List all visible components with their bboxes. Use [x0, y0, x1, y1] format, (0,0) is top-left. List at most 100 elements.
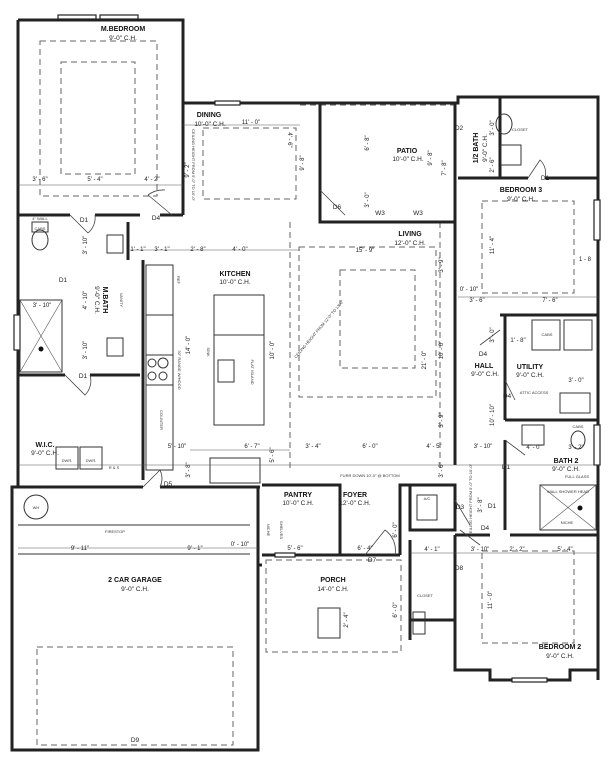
dimension: 6' - 0" [362, 444, 377, 450]
door-tag: D1 [79, 373, 88, 380]
dimension: 4' - 5" [426, 444, 441, 450]
door-tag: D4 [503, 393, 512, 400]
room-wic: W.I.C. [35, 442, 54, 449]
dimension: 4' - 2" [144, 177, 159, 183]
ceiling-height: 10'-0" C.H. [282, 500, 314, 507]
door-tag: D1 [488, 503, 497, 510]
ceiling-height: 9'-0" C.H. [121, 586, 149, 593]
dimension: 6' - 0" [393, 602, 399, 617]
windows [13, 14, 601, 683]
dimension: 1' - 1" [130, 247, 145, 253]
room-living: LIVING [398, 231, 422, 238]
note: NICHE [561, 520, 574, 525]
door-swings [64, 159, 547, 556]
dimension: 2' - 6" [490, 157, 496, 172]
note: R & S [109, 465, 120, 470]
dimension: 5' - 4" [557, 547, 572, 553]
ceiling-height: 9'-0" C.H. [552, 466, 580, 473]
refrigerator [145, 264, 174, 316]
island-top [213, 294, 265, 336]
room-master-bedroom: M.BEDROOM [101, 26, 146, 33]
ceiling-height: 9'-0" C.H. [516, 372, 544, 379]
ceiling-height: 9'-0" C.H. [109, 35, 137, 42]
door-tag: D1 [80, 217, 89, 224]
note: REF [176, 276, 181, 285]
note: ATTIC ACCESS [520, 390, 549, 395]
room-pantry: PANTRY [284, 492, 312, 499]
dimension: 3' - 8" [478, 497, 484, 512]
ceiling-height: 9'-0" C.H. [93, 286, 100, 314]
ceiling-height: 14'-0" C.H. [317, 586, 349, 593]
dimension: 2' - 2" [509, 547, 524, 553]
room-bedroom-3: BEDROOM 3 [500, 187, 543, 194]
window-tag: W3 [413, 210, 423, 217]
note: SINK [206, 347, 211, 357]
dimension: 11' - 0" [488, 591, 494, 609]
fixtures [18, 113, 597, 639]
dimension: 9' - 11" [71, 546, 89, 552]
dimension: 9' - 2" [185, 162, 191, 177]
dimension: 10' - 10" [490, 404, 496, 426]
dimension: 11' - 0" [242, 120, 260, 126]
door-tag: D7 [368, 557, 377, 564]
dimension: 4' - 10" [83, 291, 89, 310]
door-tag: D8 [455, 565, 464, 572]
ceiling-height: 9'-0" C.H. [31, 450, 59, 457]
room-bedroom-2: BEDROOM 2 [539, 644, 582, 651]
dimension: 11' - 4" [490, 236, 496, 254]
dimension: 3' - 0" [365, 192, 371, 207]
dimension: 9' - 8" [428, 150, 434, 165]
walls [10, 18, 600, 752]
dimension: 0' - 10" [231, 542, 250, 548]
dimension: 2' - 8" [190, 247, 205, 253]
dimension: 3' - 0" [490, 120, 496, 135]
note: A/C [424, 496, 431, 501]
room-foyer: FOYER [343, 492, 367, 499]
dimension: 3' - 10" [83, 236, 89, 255]
note: FURR DOWN 10'-0" @ BOTTOM [340, 473, 400, 478]
dimension: 3' - 10" [474, 444, 493, 450]
ceiling-outlines [36, 40, 575, 746]
note: CLOSET [417, 593, 434, 598]
dimension: 9' - 8" [300, 155, 306, 170]
room-porch: PORCH [320, 577, 345, 584]
note: FIRESTOP [105, 529, 125, 534]
room-labels: M.BEDROOM 9'-0" C.H. DINING 10'-0" C.H. … [31, 26, 581, 660]
door-tag: D1 [541, 175, 550, 182]
dimension: 7' - 6" [542, 298, 557, 304]
note: SHELVES [279, 521, 284, 539]
dimension: 5' - 6" [287, 546, 302, 552]
room-master-bath: M.BATH [101, 287, 108, 314]
door-tag: D9 [131, 737, 140, 744]
note: CEILING HEIGHT FROM 12'-0" TO 13'-0" [293, 299, 345, 359]
dimension-labels: 3' - 6" 5' - 4" 4' - 2" 11' - 0" 4' - 6"… [32, 120, 591, 628]
ceiling-height: 10'-0" C.H. [194, 121, 226, 128]
dimension: 5' - 6" [270, 447, 276, 462]
dimension: 4' - 0" [232, 247, 247, 253]
dimension: 3' - 1" [154, 247, 169, 253]
door-tag: D4 [481, 525, 490, 532]
dimension: 6' - 4" [357, 546, 372, 552]
room-half-bath: 1/2 BATH [473, 133, 480, 164]
door-tag: D6 [333, 204, 342, 211]
door-tag: D3 [456, 504, 465, 511]
door-tag: D1 [502, 464, 511, 471]
dimension: 6' - 0" [393, 522, 399, 537]
note: CABS [35, 226, 46, 231]
dimension: 3' - 6" [32, 177, 47, 183]
dimension: 15' - 9" [356, 248, 375, 254]
dimension: 2' - 4" [344, 612, 350, 627]
dimension: 3' - 0" [568, 378, 583, 384]
note: CEILING HEIGHT FROM 9'-0" TO 10'-0" [191, 129, 196, 202]
dimension: 5' - 10" [168, 444, 187, 450]
note: 30" RANGE W/HOOD [177, 350, 182, 389]
dimension: 21' - 0" [422, 351, 428, 370]
room-garage: 2 CAR GARAGE [108, 577, 162, 584]
door-tag: D4 [152, 215, 161, 222]
room-hall: HALL [475, 363, 494, 370]
dimension: 7' - 8" [442, 160, 448, 175]
dimension: 3' - 2" [568, 445, 583, 451]
room-utility: UTILITY [517, 364, 544, 371]
dimension: 3' - 9" [439, 412, 445, 427]
